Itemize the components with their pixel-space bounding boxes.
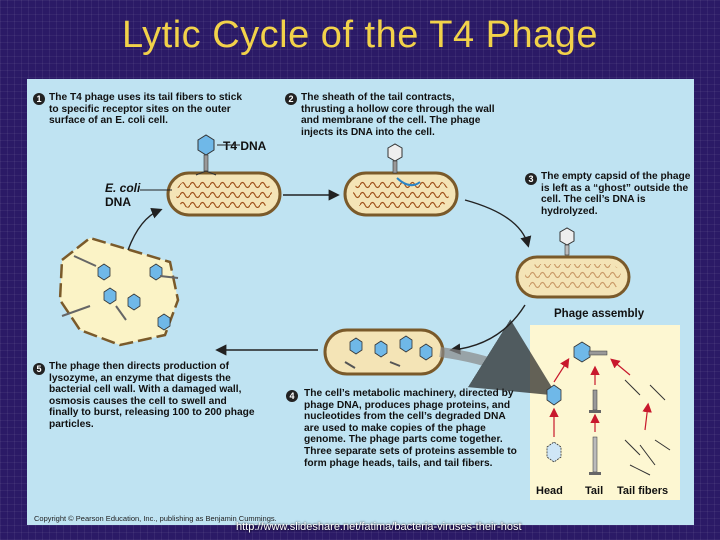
assembly-tail-core-icon	[592, 436, 598, 473]
step-2-number: 2	[285, 93, 297, 105]
phage-assembly-label: Phage assembly	[554, 308, 645, 320]
step-5-number: 5	[33, 363, 45, 375]
t4-phage-injecting	[387, 143, 421, 187]
tail-label: Tail	[585, 485, 604, 497]
t4-phage-attaching	[195, 134, 217, 176]
tail-fibers-label: Tail fibers	[617, 485, 669, 497]
assembly-head-icon	[546, 384, 562, 406]
burst-cell	[58, 236, 180, 347]
copyright-footer: Copyright © Pearson Education, Inc., pub…	[34, 514, 277, 523]
assembled-phage-head-icon	[573, 341, 591, 363]
ecoli-cell-4	[323, 328, 445, 376]
ecoli-cell-3	[515, 255, 631, 299]
ecoli-cell-1	[166, 171, 282, 217]
step-3-number: 3	[525, 173, 537, 185]
head-label: Head	[536, 485, 563, 497]
ecoli-cell-2	[343, 171, 459, 217]
step-3-text: The empty capsid of the phage is left as…	[541, 171, 691, 217]
ecoli-dna-label-line2: DNA	[105, 195, 131, 209]
assembly-parts	[546, 341, 671, 476]
assembly-pointer-arrow	[439, 319, 557, 396]
step-5-text: The phage then directs production of lys…	[49, 361, 255, 430]
slide-title: Lytic Cycle of the T4 Phage	[121, 14, 599, 56]
ecoli-dna-label-line1: E. coli	[105, 181, 141, 195]
step-4-text: The cell’s metabolic machinery, directed…	[304, 388, 517, 469]
cycle-arrows	[127, 189, 532, 356]
phage-ghost	[559, 227, 575, 256]
step-4-number: 4	[286, 390, 298, 402]
step-1-number: 1	[33, 93, 45, 105]
source-url[interactable]: http://www.slideshare.net/fatima/bacteri…	[236, 521, 522, 533]
assembly-tail-icon	[592, 389, 598, 411]
assembly-tail-fibers-icon	[624, 379, 671, 476]
step-2-text: The sheath of the tail contracts, thrust…	[301, 92, 495, 138]
assembly-head-partial-icon	[546, 441, 562, 463]
step-1-text: The T4 phage uses its tail fibers to sti…	[49, 92, 243, 127]
t4-dna-label: T4 DNA	[223, 139, 267, 153]
